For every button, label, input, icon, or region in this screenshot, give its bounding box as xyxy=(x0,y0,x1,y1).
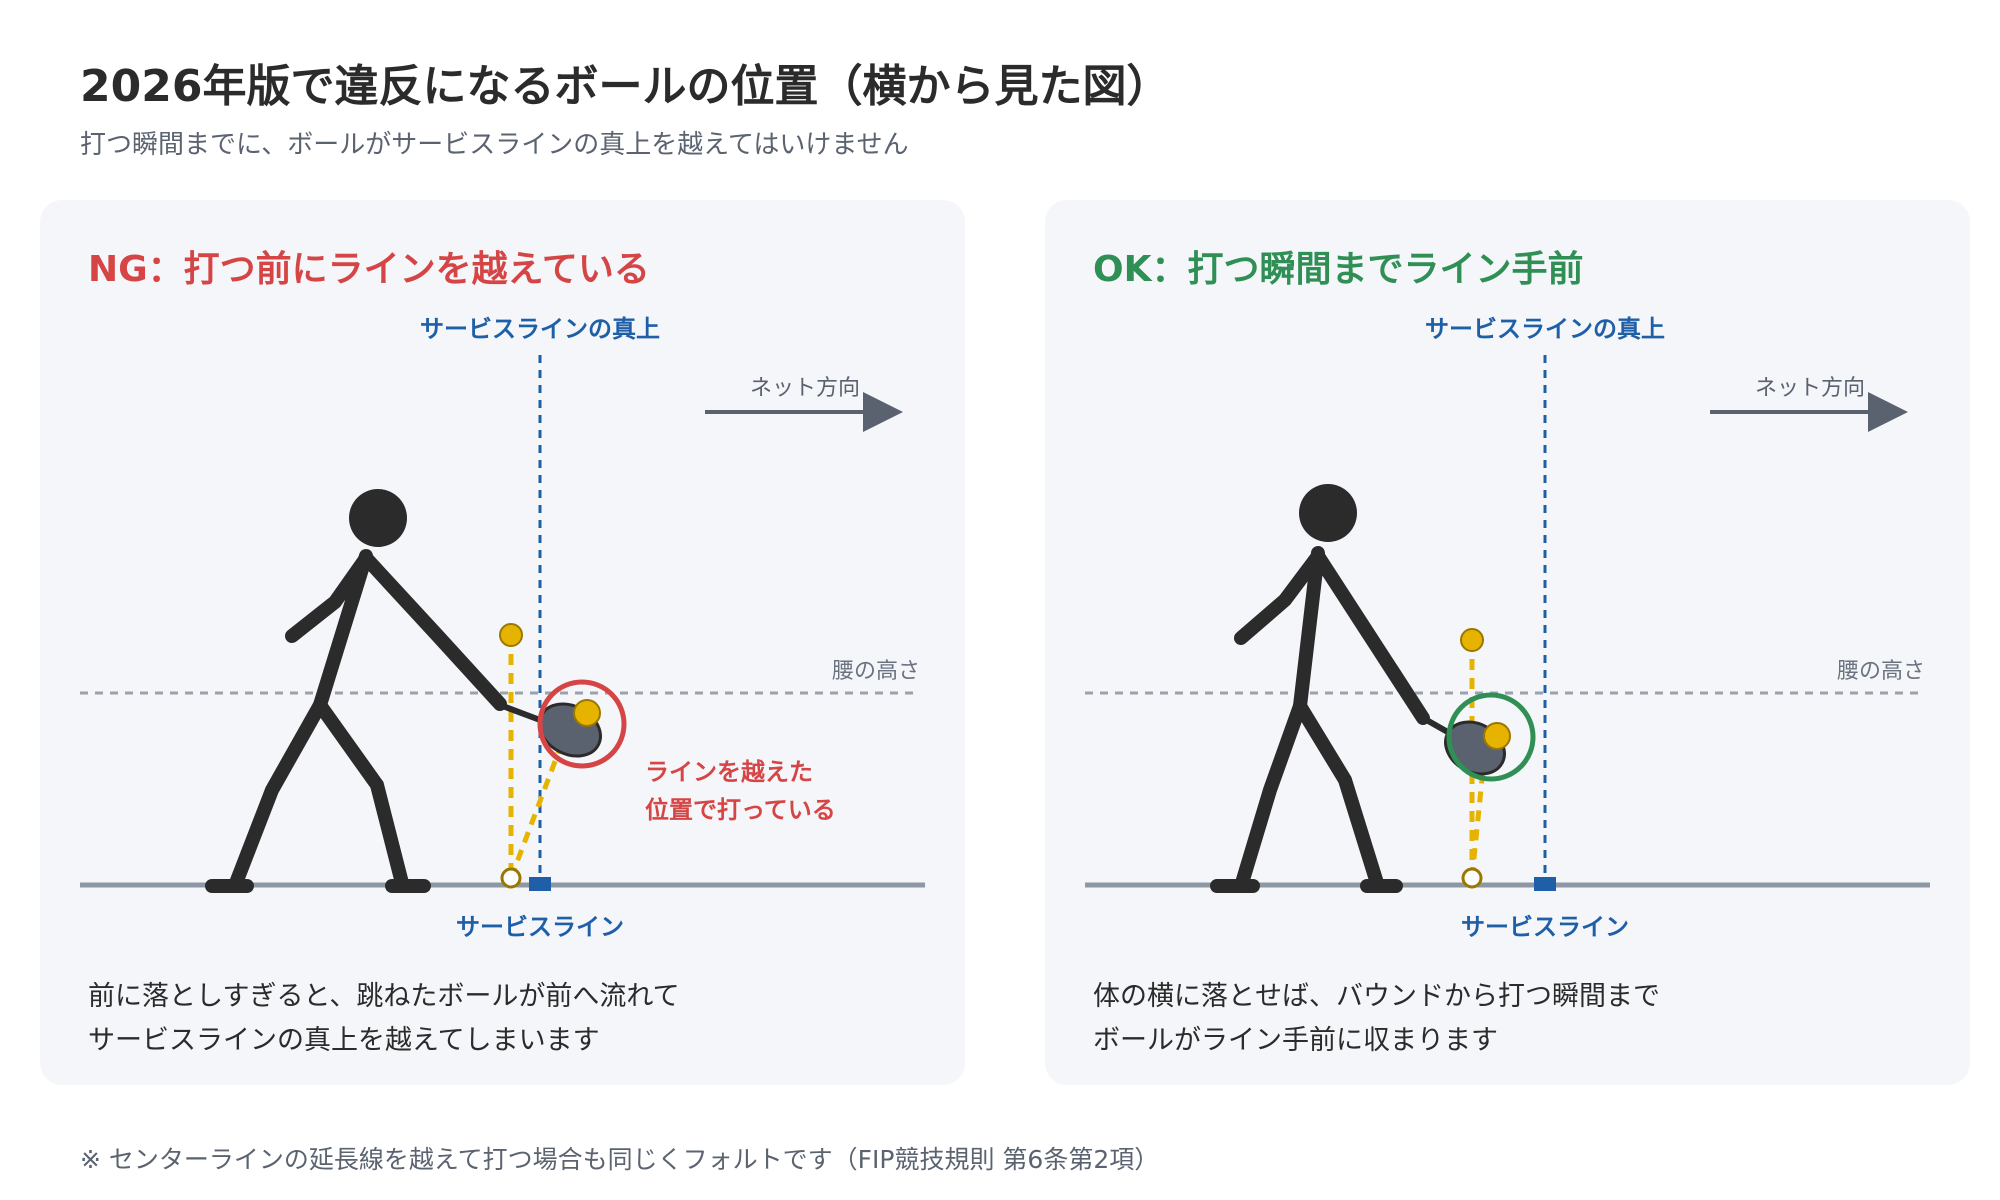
service-line-label: サービスライン xyxy=(1461,913,1629,941)
ng-panel: NG：打つ前にラインを越えている 腰の高さ ネット方向 サービスラインの真上 サ… xyxy=(40,200,965,1085)
page-title: 2026年版で違反になるボールの位置（横から見た図） xyxy=(80,61,1171,112)
footnote: ※ センターラインの延長線を越えて打つ場合も同じくフォルトです（FIP競技規則 … xyxy=(80,1145,1160,1174)
ball-bounce xyxy=(500,867,522,889)
ball-contact xyxy=(1483,722,1511,750)
ok-diagram: 腰の高さ ネット方向 サービスラインの真上 サービスライン xyxy=(1085,315,1930,941)
waist-label: 腰の高さ xyxy=(1837,659,1925,684)
direction-label: ネット方向 xyxy=(750,376,860,401)
page-subtitle: 打つ瞬間までに、ボールがサービスラインの真上を越えてはいけません xyxy=(80,130,909,160)
ng-diagram: 腰の高さ ネット方向 サービスラインの真上 サービスライン xyxy=(80,315,925,941)
ok-caption: 体の横に落とせば、バウンドから打つ瞬間まで ボールがライン手前に収まります xyxy=(1093,975,1660,1063)
ok-highlight-ring xyxy=(1446,692,1536,782)
direction-label: ネット方向 xyxy=(1755,376,1865,401)
ok-panel: OK：打つ瞬間までライン手前 腰の高さ ネット方向 サービスラインの真上 サービ… xyxy=(1045,200,1970,1085)
ng-annotation-line1: ラインを越えた xyxy=(645,758,813,786)
service-line-marker xyxy=(529,877,551,891)
ng-caption: 前に落としすぎると、跳ねたボールが前へ流れて サービスラインの真上を越えてしまい… xyxy=(88,975,680,1063)
ng-caption-line2: サービスラインの真上を越えてしまいます xyxy=(88,1025,600,1056)
waist-label: 腰の高さ xyxy=(832,659,920,684)
ok-caption-line1: 体の横に落とせば、バウンドから打つ瞬間まで xyxy=(1093,981,1660,1012)
vertical-line-label: サービスラインの真上 xyxy=(1425,315,1665,343)
ok-caption-line2: ボールがライン手前に収まります xyxy=(1093,1025,1498,1056)
ball-bounce xyxy=(1461,867,1483,889)
ball-contact xyxy=(573,699,601,727)
player-figure xyxy=(205,489,507,893)
vertical-line-label: サービスラインの真上 xyxy=(420,315,660,343)
ball-start xyxy=(1460,628,1484,652)
ng-highlight-ring xyxy=(537,679,627,769)
ng-caption-line1: 前に落としすぎると、跳ねたボールが前へ流れて xyxy=(88,981,680,1012)
ok-panel-title: OK：打つ瞬間までライン手前 xyxy=(1093,249,1584,290)
ng-panel-title: NG：打つ前にラインを越えている xyxy=(88,249,650,290)
ng-annotation-line2: 位置で打っている xyxy=(645,796,836,824)
service-line-label: サービスライン xyxy=(456,913,624,941)
ball-start xyxy=(499,623,523,647)
player-figure xyxy=(1210,484,1430,893)
service-line-marker xyxy=(1534,877,1556,891)
